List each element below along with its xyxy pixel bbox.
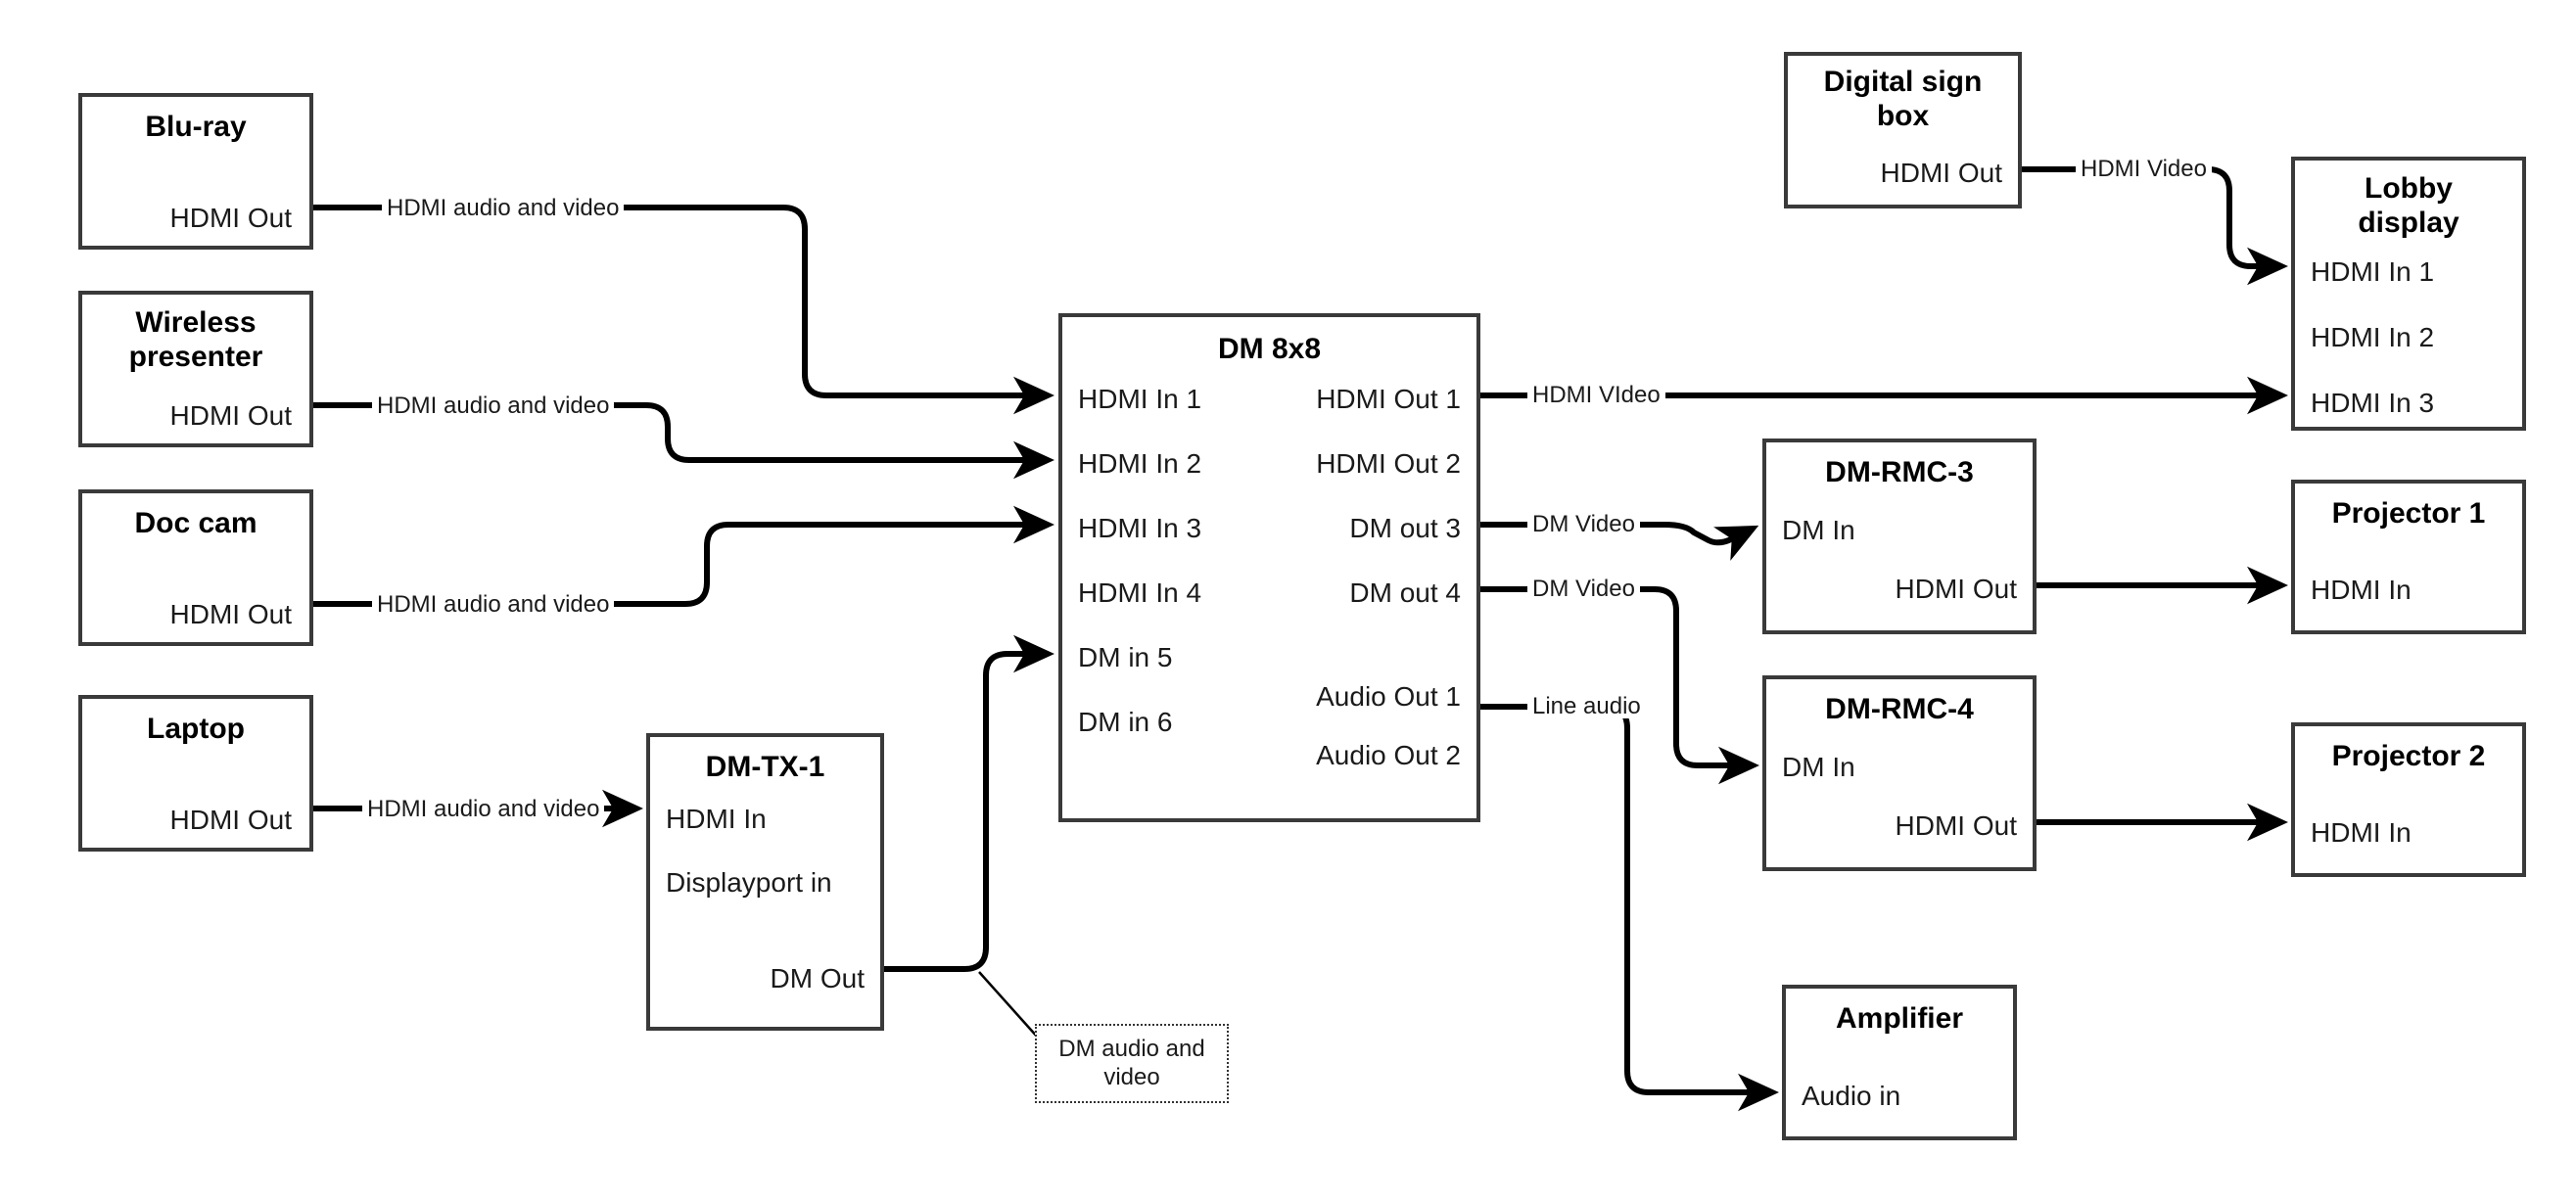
wire-dmtx1-to-dm8x8-in5: [884, 634, 1054, 972]
port-hdmi-out-2[interactable]: HDMI Out 2: [1316, 448, 1461, 479]
node-title: Doc cam: [134, 507, 258, 539]
port-hdmi-out-1[interactable]: HDMI Out 1: [1316, 384, 1461, 414]
wire-dm8x8-out4-to-rmc4: [1480, 586, 1759, 785]
port-hdmi-in-2[interactable]: HDMI In 2: [1078, 448, 1202, 479]
edge-label-bluray-to-in1: HDMI audio and video: [382, 197, 625, 220]
port-dm-in[interactable]: DM In: [1782, 515, 1855, 545]
edge-label-laptop-to-tx1: HDMI audio and video: [362, 798, 605, 821]
port-hdmi-out[interactable]: HDMI Out: [169, 805, 292, 835]
wire-bluray-to-dm8x8-in1: [313, 205, 1054, 415]
wire-doccam-to-dm8x8-in3: [313, 505, 1054, 607]
edge-label-audio1-to-amp: Line audio: [1527, 695, 1646, 718]
edge-label-out1-to-lobby3: HDMI VIdeo: [1527, 384, 1665, 407]
port-dm-in[interactable]: DM In: [1782, 752, 1855, 782]
node-digital-sign-box[interactable]: Digital sign box HDMI Out: [1784, 52, 2022, 208]
node-dm-8x8[interactable]: DM 8x8 HDMI In 1 HDMI In 2 HDMI In 3 HDM…: [1058, 313, 1480, 822]
port-dm-out-4[interactable]: DM out 4: [1349, 577, 1461, 608]
edge-label-out4-to-rmc4: DM Video: [1527, 577, 1640, 601]
edge-label-doccam-to-in3: HDMI audio and video: [372, 593, 615, 617]
callout-text: DM audio and video: [1058, 1035, 1205, 1090]
node-title: DM-RMC-3: [1825, 456, 1974, 488]
node-projector-2[interactable]: Projector 2 HDMI In: [2291, 722, 2526, 877]
node-title: DM-TX-1: [705, 751, 825, 783]
node-title: Projector 1: [2331, 497, 2486, 530]
port-hdmi-in[interactable]: HDMI In: [2311, 817, 2412, 848]
port-hdmi-in-3[interactable]: HDMI In 3: [2311, 388, 2435, 418]
wire-signbox-to-lobby-in1: [2022, 166, 2288, 286]
node-title: Digital sign box: [1823, 66, 1983, 132]
node-wireless-presenter[interactable]: Wireless presenter HDMI Out: [78, 291, 313, 447]
port-hdmi-out[interactable]: HDMI Out: [1895, 574, 2017, 604]
port-hdmi-out[interactable]: HDMI Out: [1895, 810, 2017, 841]
wire-wireless-to-dm8x8-in2: [313, 402, 1054, 480]
port-hdmi-in-3[interactable]: HDMI In 3: [1078, 513, 1202, 543]
node-dm-rmc-4[interactable]: DM-RMC-4 DM In HDMI Out: [1762, 675, 2037, 871]
port-hdmi-in-4[interactable]: HDMI In 4: [1078, 577, 1202, 608]
port-audio-in[interactable]: Audio in: [1802, 1081, 1901, 1111]
callout-leader-line: [978, 971, 1039, 1039]
node-lobby-display[interactable]: Lobby display HDMI In 1 HDMI In 2 HDMI I…: [2291, 157, 2526, 431]
port-audio-out-2[interactable]: Audio Out 2: [1316, 740, 1461, 770]
node-laptop[interactable]: Laptop HDMI Out: [78, 695, 313, 852]
port-hdmi-in-1[interactable]: HDMI In 1: [2311, 256, 2435, 287]
wire-dm8x8-out3-to-rmc3: [1480, 522, 1759, 561]
port-hdmi-out[interactable]: HDMI Out: [169, 400, 292, 431]
edge-label-wireless-to-in2: HDMI audio and video: [372, 394, 615, 418]
edge-label-out3-to-rmc3: DM Video: [1527, 513, 1640, 536]
node-dm-tx-1[interactable]: DM-TX-1 HDMI In Displayport in DM Out: [646, 733, 884, 1031]
port-hdmi-in[interactable]: HDMI In: [666, 804, 767, 834]
node-amplifier[interactable]: Amplifier Audio in: [1782, 985, 2017, 1140]
port-dm-out-3[interactable]: DM out 3: [1349, 513, 1461, 543]
port-hdmi-out[interactable]: HDMI Out: [1880, 158, 2002, 188]
port-hdmi-in-2[interactable]: HDMI In 2: [2311, 322, 2435, 352]
node-title: Wireless presenter: [128, 306, 263, 373]
node-projector-1[interactable]: Projector 1 HDMI In: [2291, 480, 2526, 634]
edge-label-signbox-to-lobby1: HDMI Video: [2076, 158, 2212, 181]
node-doc-cam[interactable]: Doc cam HDMI Out: [78, 489, 313, 646]
node-bluray[interactable]: Blu-ray HDMI Out: [78, 93, 313, 250]
dm-audio-video-callout: DM audio and video: [1035, 1024, 1229, 1103]
node-title: Amplifier: [1835, 1002, 1964, 1035]
port-hdmi-out[interactable]: HDMI Out: [169, 203, 292, 233]
node-title: Projector 2: [2331, 740, 2486, 772]
node-title: Laptop: [147, 713, 245, 745]
port-displayport-in[interactable]: Displayport in: [666, 867, 832, 898]
node-dm-rmc-3[interactable]: DM-RMC-3 DM In HDMI Out: [1762, 439, 2037, 634]
node-title: DM 8x8: [1217, 333, 1322, 365]
port-dm-out[interactable]: DM Out: [770, 963, 865, 993]
port-hdmi-in[interactable]: HDMI In: [2311, 575, 2412, 605]
node-title: Blu-ray: [145, 111, 247, 143]
port-audio-out-1[interactable]: Audio Out 1: [1316, 681, 1461, 712]
port-dm-in-6[interactable]: DM in 6: [1078, 707, 1173, 737]
port-hdmi-in-1[interactable]: HDMI In 1: [1078, 384, 1202, 414]
node-title: Lobby display: [2358, 172, 2459, 239]
node-title: DM-RMC-4: [1825, 693, 1974, 725]
port-hdmi-out[interactable]: HDMI Out: [169, 599, 292, 629]
port-dm-in-5[interactable]: DM in 5: [1078, 642, 1173, 672]
